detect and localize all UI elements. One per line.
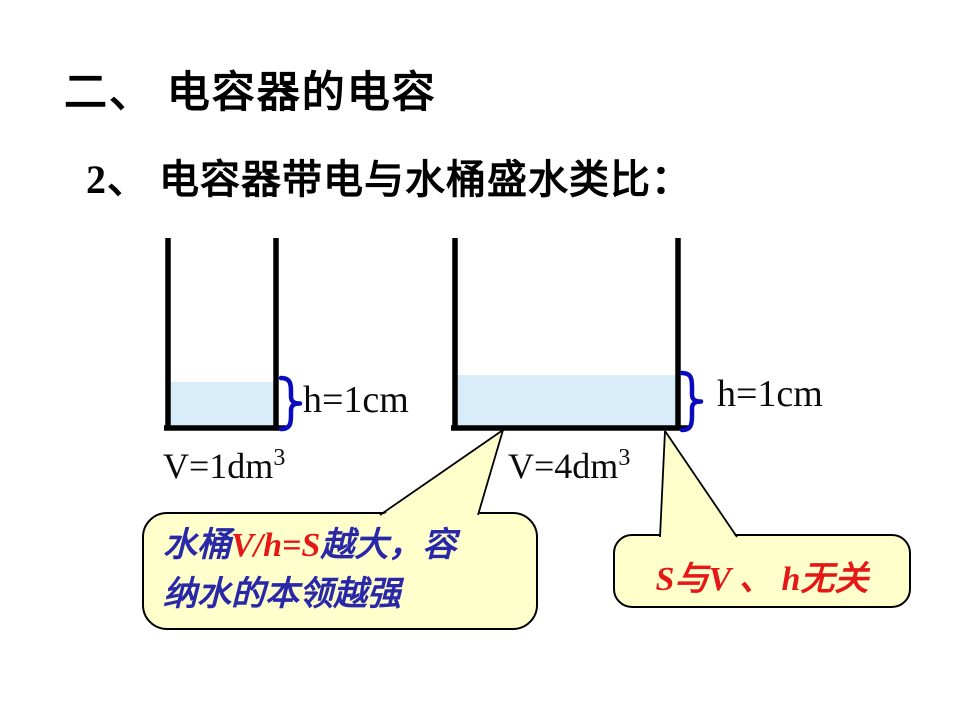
callout-left-line1-red: V/h=S	[231, 527, 321, 564]
volume-label-large: V=4dm3	[508, 445, 630, 487]
slide-title: 二、 电容器的电容	[64, 70, 437, 117]
height-brace-small	[278, 375, 303, 432]
callout-right-text: S与V 、 h无关	[655, 561, 869, 598]
callout-left-line1-blue2: 越大，容	[320, 527, 457, 564]
height-label-large: h=1cm	[717, 373, 823, 415]
volume-label-small-exponent: 3	[273, 445, 286, 471]
callout-left-text: 水桶V/h=S越大，容 纳水的本领越强	[163, 521, 456, 619]
height-brace-large	[679, 370, 704, 433]
callout-left-line1-blue1: 水桶	[163, 527, 231, 564]
volume-label-large-base: V=4dm	[508, 446, 619, 486]
volume-label-small-base: V=1dm	[163, 446, 274, 486]
bucket-large	[451, 238, 704, 433]
bucket-small	[164, 238, 303, 432]
height-label-small: h=1cm	[303, 379, 409, 421]
callout-tail-right	[659, 430, 738, 539]
callout-bubble-left	[142, 512, 538, 630]
water-fill-small	[170, 382, 274, 426]
volume-label-small: V=1dm3	[163, 445, 285, 487]
water-fill-large	[457, 375, 676, 426]
volume-label-large-exponent: 3	[618, 445, 631, 471]
callout-left-line2: 纳水的本领越强	[163, 576, 401, 613]
slide-subtitle: 2、 电容器带电与水桶盛水类比：	[86, 157, 692, 202]
callout-left-line1: 水桶V/h=S越大，容	[163, 521, 456, 570]
callout-tail-right-fill	[660, 431, 737, 539]
callout-tail-right-edge	[659, 430, 738, 538]
callout-tail-left	[379, 429, 504, 517]
callout-tail-left-edge	[379, 429, 504, 516]
callout-bubble-right	[613, 534, 911, 608]
